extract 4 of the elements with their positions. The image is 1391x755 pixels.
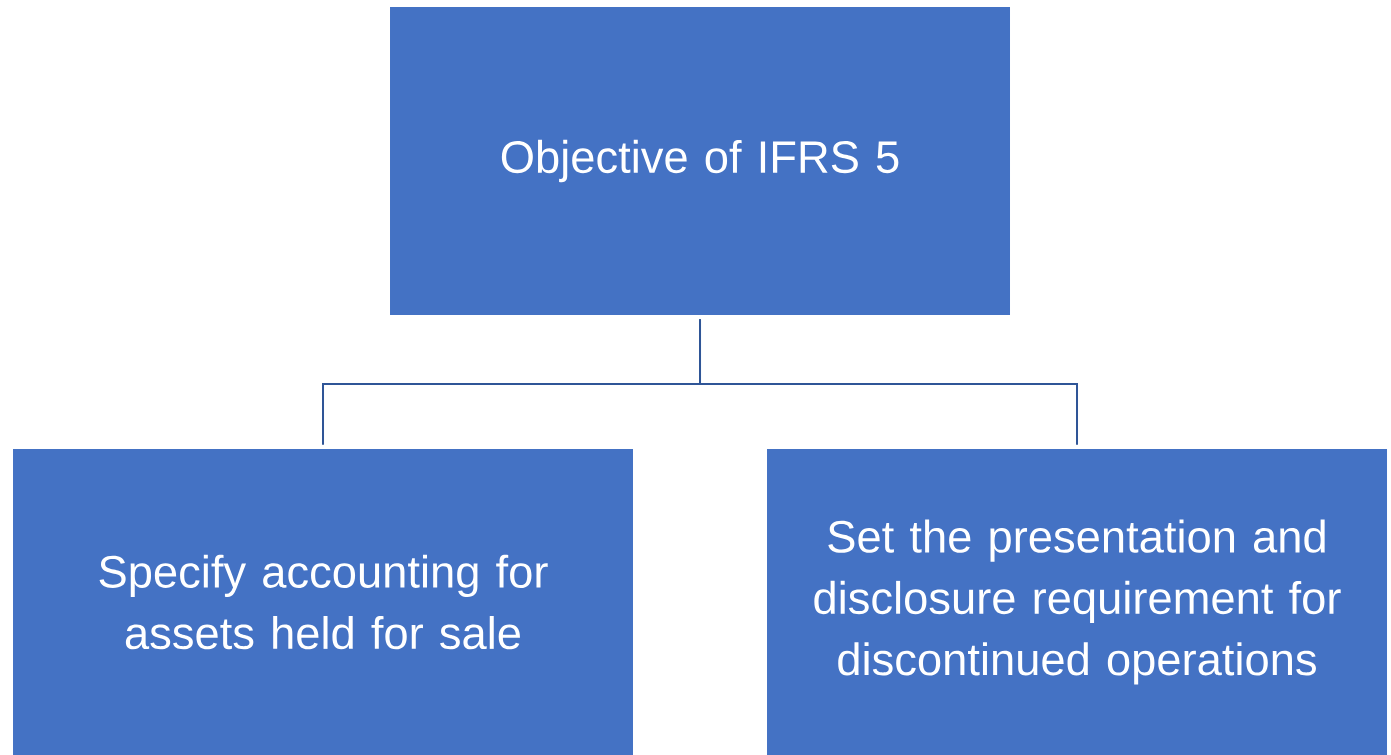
connector-line [699,318,1078,446]
process-box: Set the presentation and disclosure requirement for discontinued operations [767,449,1387,755]
process-box: Specify accounting for assets held for sale [13,449,633,755]
process-box: Objective of IFRS 5 [390,7,1010,315]
